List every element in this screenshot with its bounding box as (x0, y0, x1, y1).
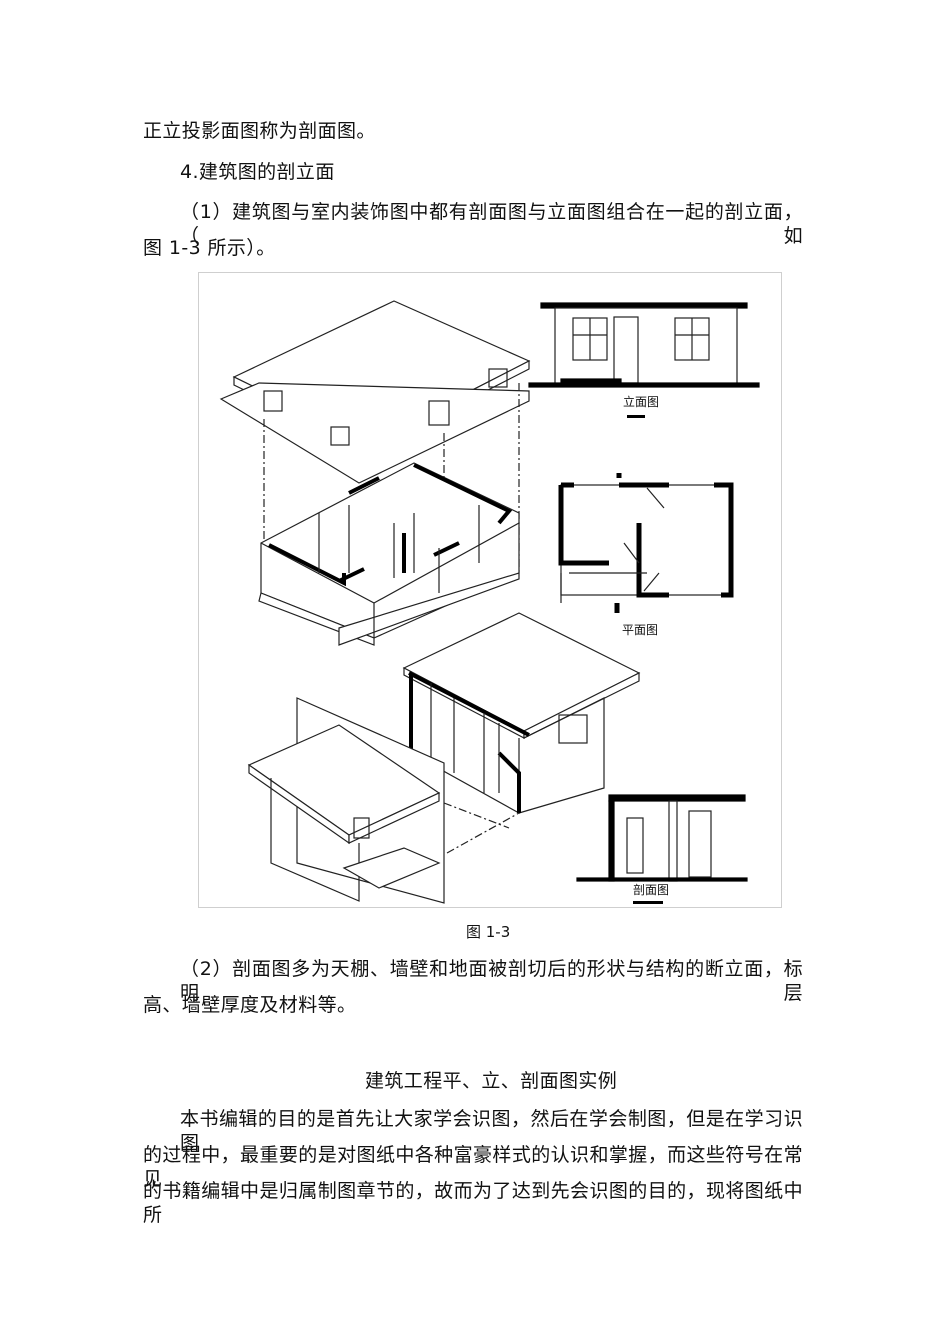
paragraph-line: （2）剖面图多为天棚、墙壁和地面被剖切后的形状与结构的断立面，标明层 (180, 958, 803, 1004)
section-heading: 4.建筑图的剖立面 (180, 161, 335, 183)
figure-1-3: 立面图 平面图 剖面图 (198, 272, 782, 908)
paragraph-line: （1）建筑图与室内装饰图中都有剖面图与立面图组合在一起的剖立面，（如 (180, 201, 803, 247)
elevation-label: 立面图 (623, 394, 659, 409)
plan-drawing (558, 473, 734, 613)
plan-label: 平面图 (622, 623, 658, 637)
paragraph-line: 图 1-3 所示）。 (143, 237, 276, 259)
elevation-drawing (528, 302, 760, 388)
paragraph-line: 正立投影面图称为剖面图。 (143, 120, 376, 142)
figure-caption: 图 1-3 (466, 923, 511, 941)
architectural-drawing: 立面图 平面图 剖面图 (219, 300, 760, 904)
paragraph-line: 高、墙壁厚度及材料等。 (143, 994, 357, 1016)
paragraph-line: 的过程中，最重要的是对图纸中各种富豪样式的认识和掌握，而这些符号在常见 (143, 1144, 803, 1190)
section-drawing (576, 794, 748, 882)
paragraph-line: 本书编辑的目的是首先让大家学会识图，然后在学会制图，但是在学习识图 (180, 1108, 803, 1154)
section-title: 建筑工程平、立、剖面图实例 (365, 1070, 618, 1092)
paragraph-line: 的书籍编辑中是归属制图章节的，故而为了达到先会识图的目的，现将图纸中所 (143, 1180, 803, 1226)
section-label: 剖面图 (633, 883, 669, 897)
